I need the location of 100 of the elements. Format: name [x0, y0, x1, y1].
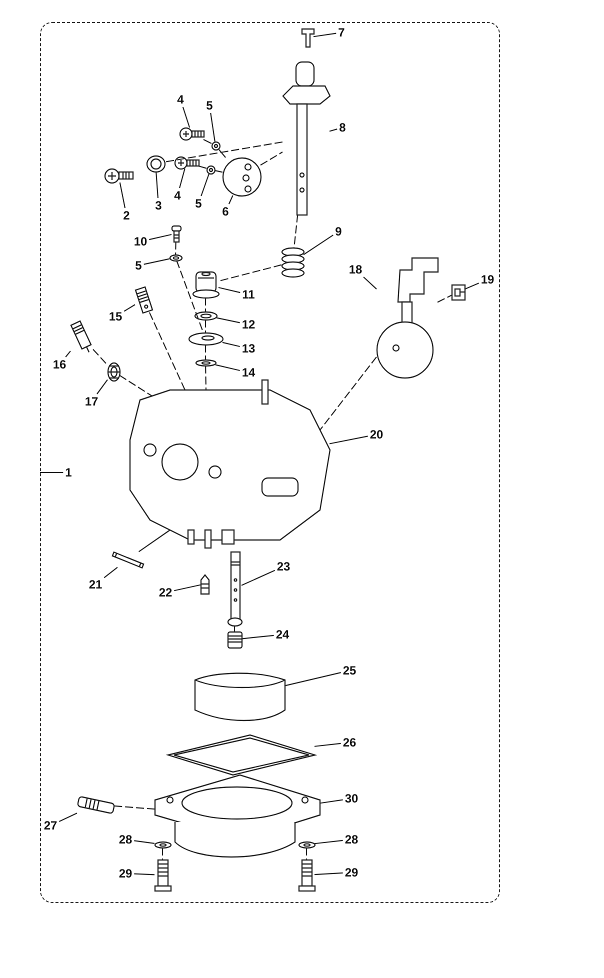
leader-line: [155, 170, 158, 198]
callout-number: 5: [194, 197, 203, 210]
callout-number: 13: [240, 342, 256, 355]
screw-drawing: [300, 28, 314, 48]
guide-line: [198, 164, 206, 168]
callout-number: 4: [176, 93, 185, 106]
screw-drawing: [76, 795, 115, 814]
dashed-guide-line: [92, 348, 108, 365]
leader-line: [103, 566, 118, 578]
callout-number: 10: [132, 235, 148, 248]
leader-line: [214, 364, 240, 371]
leader-line: [222, 341, 240, 347]
callout-number: 6: [221, 205, 230, 218]
washer-drawing: [298, 840, 316, 848]
callout-number: 27: [42, 819, 58, 832]
dashed-guide-line: [233, 625, 235, 631]
guide-line: [214, 169, 222, 172]
leader-line: [464, 282, 479, 290]
bushing-drawing: [192, 270, 220, 298]
dashed-guide-line: [260, 151, 282, 166]
washer-drawing: [194, 310, 218, 320]
shaft-drawing: [282, 60, 330, 216]
callout-number: 21: [88, 578, 104, 591]
tube-drawing: [226, 550, 242, 626]
leader-line: [302, 234, 333, 255]
callout-number: 14: [240, 366, 256, 379]
leader-line: [182, 106, 190, 128]
callout-number: 8: [338, 121, 347, 134]
dashed-guide-line: [305, 847, 307, 859]
callout-number: 23: [276, 560, 292, 573]
dashed-guide-line: [204, 344, 206, 359]
leader-line: [96, 378, 108, 394]
callout-number: 12: [240, 318, 256, 331]
callout-number: 18: [348, 263, 364, 276]
guide-line: [218, 148, 226, 158]
spring-drawing: [146, 154, 166, 172]
callout-number: 29: [344, 866, 360, 879]
leader-line: [228, 194, 233, 204]
callout-number: 29: [118, 867, 134, 880]
callout-number: 20: [368, 428, 384, 441]
callout-number: 24: [274, 628, 290, 641]
leader-line: [240, 634, 274, 639]
bolt-drawing: [298, 858, 316, 892]
guide-line: [138, 529, 170, 552]
leader-line: [58, 812, 77, 822]
leader-line: [240, 569, 275, 586]
callout-number: 3: [154, 199, 163, 212]
spring-drawing: [280, 246, 304, 278]
callout-number: 17: [84, 395, 100, 408]
leader-line: [362, 276, 376, 289]
leader-line: [118, 182, 126, 208]
callout-number: 22: [158, 586, 174, 599]
callout-number: 11: [241, 288, 256, 301]
washer-drawing: [154, 840, 172, 848]
clip-drawing: [450, 284, 466, 300]
screw-drawing: [170, 224, 182, 242]
callout-number: 7: [337, 26, 346, 39]
screw-drawing: [104, 168, 134, 184]
callout-number: 4: [173, 189, 182, 202]
washer-drawing: [210, 140, 220, 150]
callout-number: 15: [108, 310, 124, 323]
gasket-drawing: [165, 734, 317, 776]
callout-number: 1: [64, 466, 73, 479]
dashed-guide-line: [204, 297, 206, 311]
leader-line: [210, 112, 215, 142]
leader-line: [284, 672, 340, 686]
leader-line: [312, 32, 336, 37]
plate-drawing: [188, 332, 224, 346]
leader-line: [174, 584, 200, 591]
float-bowl-drawing: [154, 774, 320, 858]
needle-drawing: [200, 574, 210, 594]
leader-line: [123, 304, 135, 312]
screw-drawing: [174, 156, 200, 170]
spring-drawing: [106, 362, 120, 382]
leader-line: [328, 128, 337, 132]
dashed-guide-line: [436, 294, 452, 302]
leader-line: [318, 798, 342, 804]
leader-line: [134, 840, 154, 844]
dashed-guide-line: [204, 365, 206, 390]
callout-number: 19: [480, 273, 496, 286]
jet-drawing: [134, 286, 153, 314]
leader-line: [40, 471, 63, 473]
bolt-drawing: [154, 858, 172, 892]
leader-line: [314, 839, 342, 844]
callout-number: 5: [134, 259, 143, 272]
leader-line: [314, 872, 342, 875]
assembly-frame: [40, 22, 500, 903]
leader-line: [314, 742, 340, 746]
carburetor-body-drawing: [128, 378, 330, 548]
dashed-guide-line: [218, 264, 282, 282]
screw-drawing: [178, 126, 204, 140]
leader-line: [178, 168, 185, 188]
callout-number: 2: [122, 209, 131, 222]
washer-drawing: [168, 254, 182, 262]
dashed-guide-line: [293, 214, 298, 248]
leader-line: [64, 350, 70, 357]
callout-number: 9: [334, 225, 343, 238]
dashed-guide-line: [176, 260, 204, 332]
leader-line: [200, 172, 210, 196]
guide-line: [202, 138, 212, 144]
